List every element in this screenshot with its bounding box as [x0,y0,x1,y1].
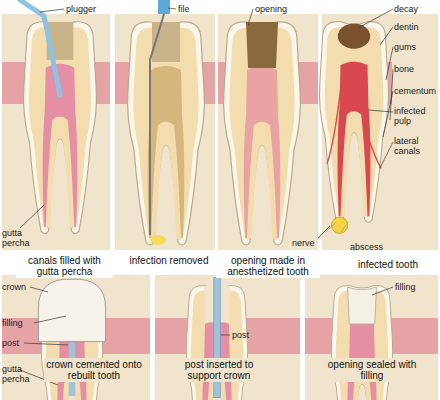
step-caption: infected tooth [340,258,436,271]
step-caption: infection removed [124,254,214,267]
part-label: opening [255,4,287,14]
part-label: lateral canals [394,136,438,156]
part-label: dentin [394,22,438,32]
tooth-figure [24,22,97,234]
part-label: gutta percha [2,364,36,384]
tooth-figure [331,285,392,400]
instrument-label: plugger [66,4,96,14]
step-caption: crown cemented onto rebuilt tooth [44,358,144,382]
file-instrument [150,0,170,245]
tooth-figure [319,22,388,234]
part-label: filling [2,318,23,328]
part-label: cementum [394,86,438,96]
tooth-figure [128,22,205,245]
part-label: crown [2,282,26,292]
part-label: filling [395,282,416,292]
part-label: gums [394,42,438,52]
part-label: decay [394,4,438,14]
part-label: abscess [350,242,383,252]
leader-lines [20,8,393,238]
part-label: post [232,330,249,340]
step-caption: post inserted to support crown [165,358,273,382]
step-caption: canals filled with gutta percha [16,254,113,278]
part-label: post [2,338,19,348]
part-label: bone [394,64,438,74]
part-label: infected pulp [394,106,438,126]
plugger-instrument [20,0,60,95]
part-label: gutta percha [2,228,36,248]
part-label: nerve [292,238,315,248]
instrument-label: file [178,4,190,14]
tooth-figure [224,22,301,245]
step-caption: opening sealed with filling [320,358,424,382]
step-caption: opening made in anesthetized tooth [216,254,320,278]
